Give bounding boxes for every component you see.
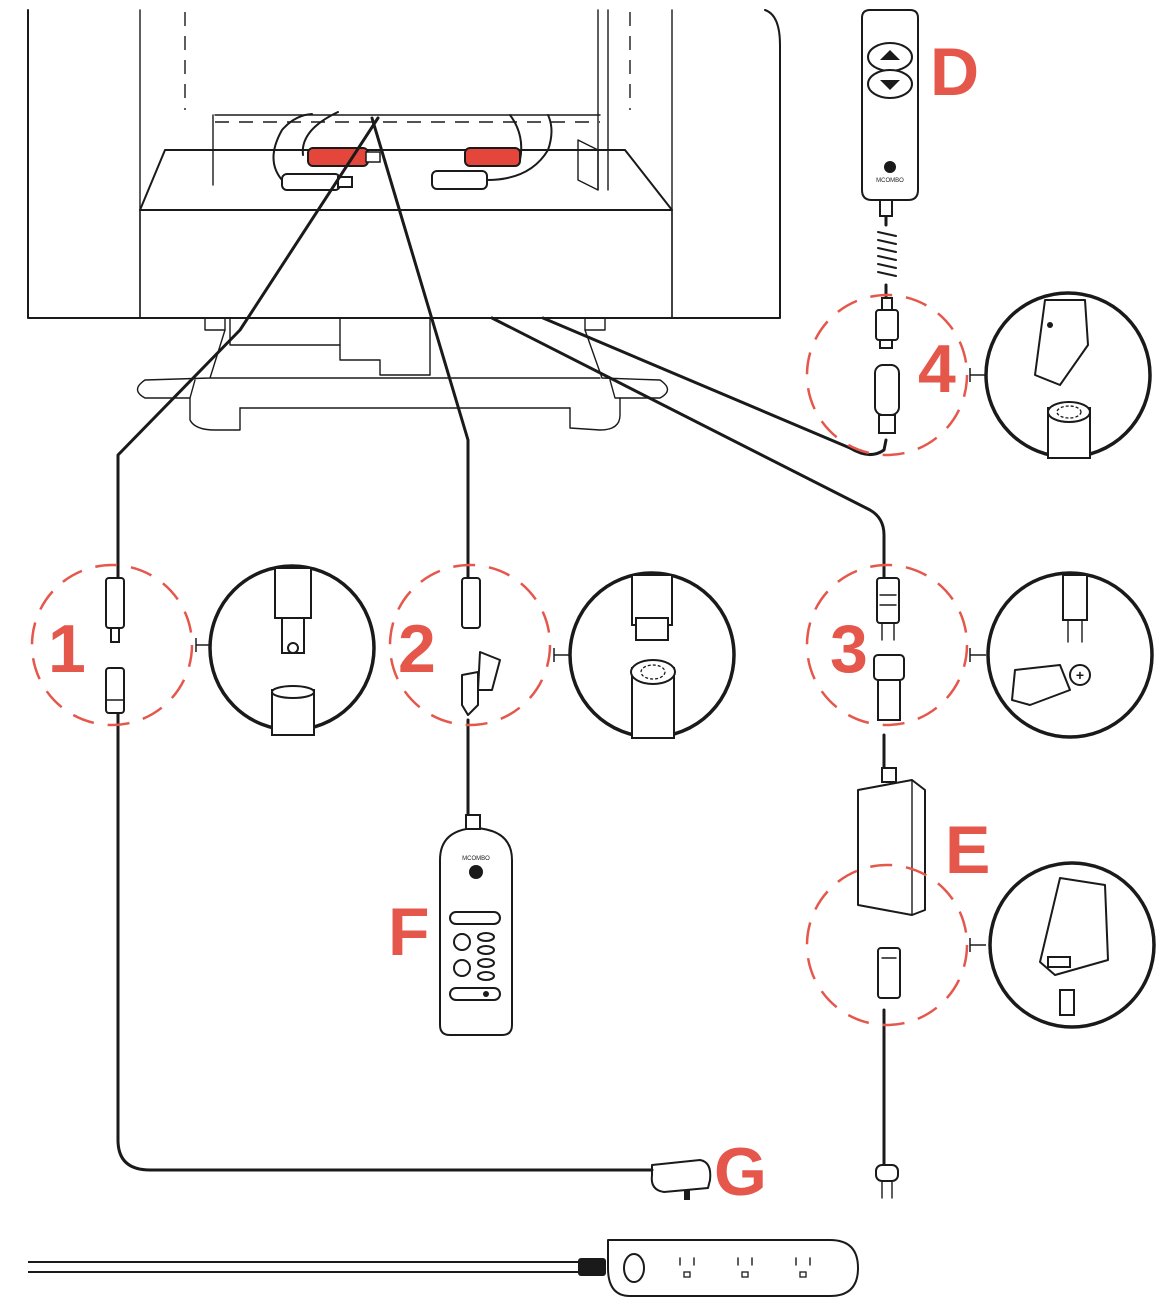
outlet-3 — [796, 1258, 810, 1277]
remote-control-f: MCOMBO F — [388, 815, 512, 1035]
wall-adapter-g: G — [652, 1134, 767, 1210]
step-1-barrel-connector: 1 — [32, 565, 210, 725]
label-e: E — [945, 812, 990, 888]
step-1-zoom-circle — [210, 566, 374, 735]
step-1-number: 1 — [48, 611, 86, 687]
wall-plug — [876, 1165, 898, 1198]
step-4-zoom-circle — [986, 293, 1150, 458]
power-strip — [28, 1240, 858, 1296]
outlet-2 — [738, 1258, 752, 1277]
brand-logo-icon — [884, 161, 896, 173]
chair-base-illustration — [28, 10, 780, 430]
remote-logo-icon — [469, 865, 483, 879]
label-d: D — [930, 34, 979, 110]
step-2-dc-connector: 2 — [390, 565, 570, 725]
step-2-number: 2 — [398, 611, 436, 687]
step-3-power-connector: 3 — [807, 565, 986, 725]
power-switch — [624, 1254, 644, 1282]
step-3-number: 3 — [830, 611, 868, 687]
hand-control-d: MCOMBO — [862, 10, 918, 433]
step-3-zoom-circle: + — [988, 573, 1152, 737]
outlet-1 — [680, 1258, 694, 1277]
label-f: F — [388, 894, 430, 970]
remote-brand: MCOMBO — [462, 856, 490, 862]
step-2-zoom-circle — [570, 573, 734, 738]
power-adapter-e: E — [858, 768, 990, 915]
remote-button-top — [450, 912, 500, 924]
motor-plug-left-red — [308, 148, 368, 166]
plus-icon: + — [1076, 667, 1084, 683]
motor-plug-right-red — [465, 148, 520, 166]
step-4-number: 4 — [918, 331, 956, 407]
hand-control-brand: MCOMBO — [876, 178, 904, 184]
label-g: G — [714, 1134, 767, 1210]
